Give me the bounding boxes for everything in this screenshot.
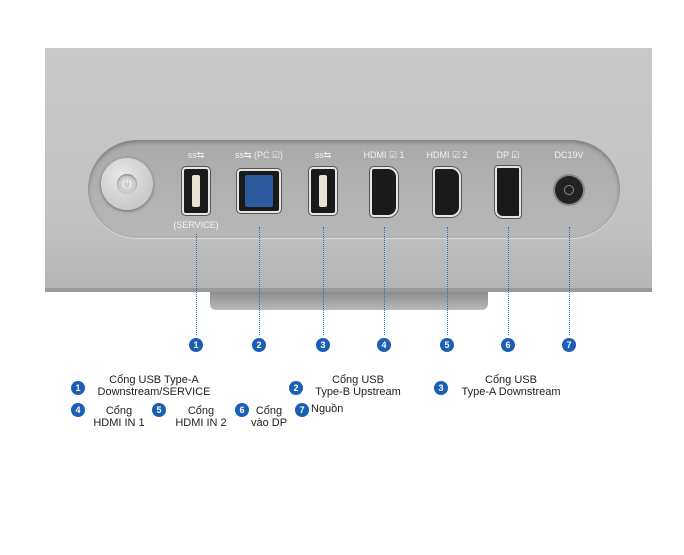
usb-b-port [237,169,281,213]
port-label-5: HDMI ☑ 2 [426,150,468,160]
legend-num-2: 2 [289,381,303,395]
dc-power-port [555,176,583,204]
callout-6: 6 [501,338,515,352]
port-label-6: DP ☑ [496,150,520,160]
legend-item-7: Nguồn [311,403,344,415]
callout-2: 2 [252,338,266,352]
legend-text: HDMI IN 1 [93,417,145,429]
callout-4: 4 [377,338,391,352]
leader-line [447,227,448,335]
port-panel [88,140,620,238]
leader-line [196,234,197,335]
leader-line [384,227,385,335]
port-service-label: (SERVICE) [173,220,219,230]
hdmi-2-port [433,167,461,217]
callout-1: 1 [189,338,203,352]
legend-text: Type-A Downstream [461,386,561,398]
usb-a-port [309,167,337,215]
legend-text: Type-B Upstream [315,386,401,398]
legend-num-3: 3 [434,381,448,395]
legend-num-6: 6 [235,403,249,417]
port-label-3: ss⇆ [314,150,332,160]
legend-num-1: 1 [71,381,85,395]
legend-num-7: 7 [295,403,309,417]
leader-line [323,227,324,335]
legend-text: Cổng [255,405,283,417]
usb-a-service-port [182,167,210,215]
callout-5: 5 [440,338,454,352]
port-label-2: ss⇆ (PC ☑) [234,150,284,160]
legend-text: Cổng USB [485,374,537,386]
legend-text: Downstream/SERVICE [97,386,211,398]
monitor-edge [45,288,652,292]
legend-text: vào DP [251,417,288,429]
port-label-4: HDMI ☑ 1 [363,150,405,160]
legend-text: Cổng USB Type-A [109,374,199,386]
legend-text: Cổng [105,405,133,417]
legend-num-4: 4 [71,403,85,417]
legend-num-5: 5 [152,403,166,417]
displayport-port [495,166,521,218]
legend-text: Cổng USB [332,374,384,386]
hdmi-1-port [370,167,398,217]
legend-text: Cổng [187,405,215,417]
leader-line [259,227,260,335]
callout-3: 3 [316,338,330,352]
leader-line [569,227,570,335]
callout-7: 7 [562,338,576,352]
leader-line [508,227,509,335]
legend-text: HDMI IN 2 [175,417,227,429]
power-icon: ⏻ [117,174,137,194]
monitor-stand [210,292,488,310]
port-label-7: DC19V [554,150,584,160]
port-label-1: ss⇆ [187,150,205,160]
power-button: ⏻ [101,158,153,210]
